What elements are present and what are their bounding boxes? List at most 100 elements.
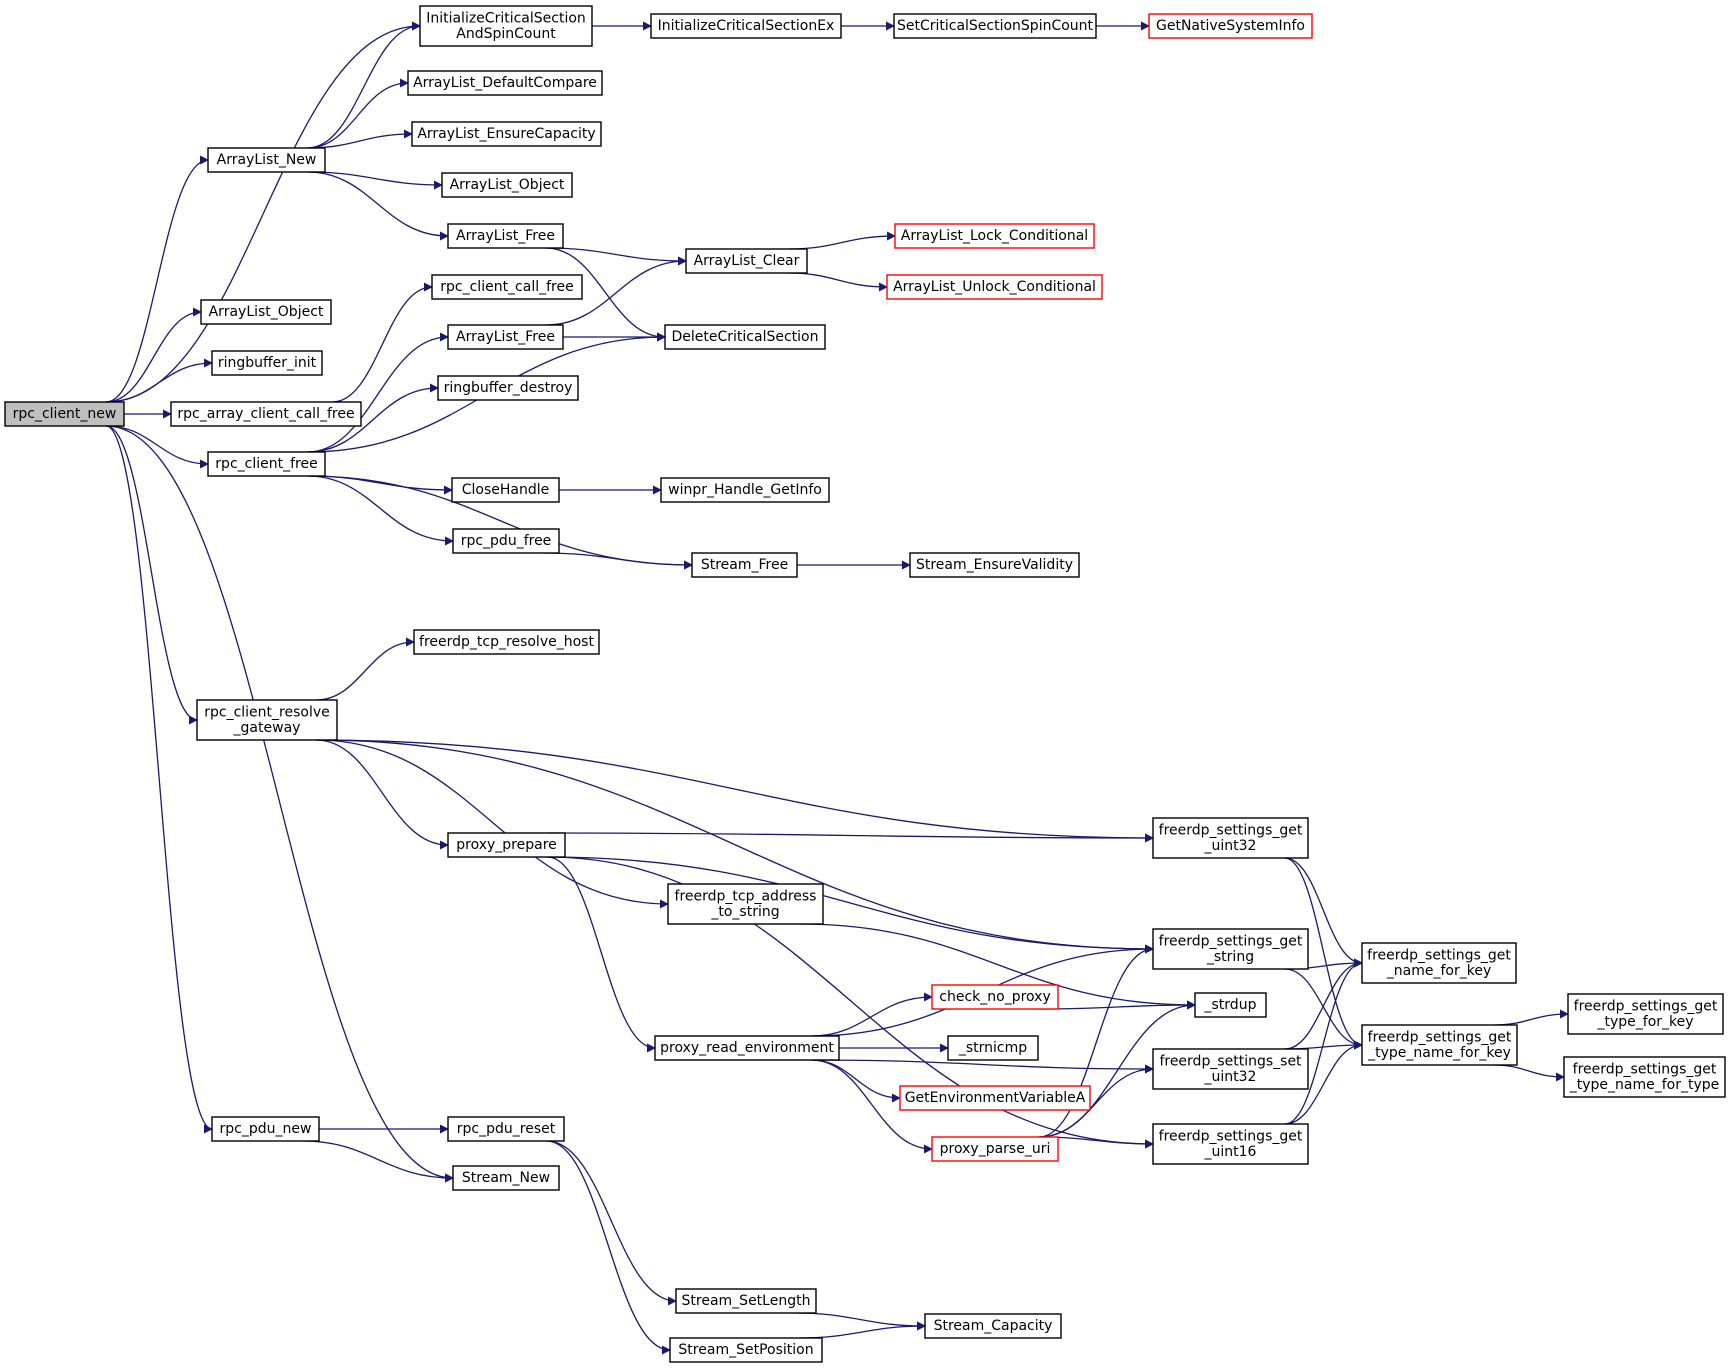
node-al-object-2[interactable]: ArrayList_Object <box>200 299 332 325</box>
edge-rpc-client-free-to-rb-destroy <box>307 383 439 453</box>
node-get-uint32[interactable]: freerdp_settings_get_uint32 <box>1152 817 1309 859</box>
node-stream-valid[interactable]: Stream_EnsureValidity <box>909 552 1080 578</box>
node-label: freerdp_settings_get <box>1367 947 1511 963</box>
edge-rpc-pdu-free-to-stream-free <box>543 552 693 570</box>
edge-al-new-to-init-cs-spin <box>307 21 421 149</box>
node-delete-cs[interactable]: DeleteCriticalSection <box>664 324 826 350</box>
node-al-free-2[interactable]: ArrayList_Free <box>447 324 564 350</box>
node-label: ArrayList_EnsureCapacity <box>417 126 595 142</box>
node-box <box>660 477 830 503</box>
node-rb-init[interactable]: ringbuffer_init <box>211 350 323 376</box>
node-box <box>200 299 332 325</box>
node-al-object-1[interactable]: ArrayList_Object <box>441 172 573 198</box>
edge-proxy-read-env-to-set-uint32 <box>811 1059 1154 1074</box>
node-label: Stream_SetLength <box>682 1293 811 1309</box>
node-stream-new[interactable]: Stream_New <box>452 1165 560 1191</box>
node-stream-capacity[interactable]: Stream_Capacity <box>924 1313 1062 1339</box>
node-label: check_no_proxy <box>939 989 1050 1005</box>
node-get-type-name-key[interactable]: freerdp_settings_get_type_name_for_key <box>1361 1024 1518 1066</box>
node-rpc-pdu-free[interactable]: rpc_pdu_free <box>452 528 560 554</box>
node-label: rpc_client_call_free <box>440 279 573 295</box>
node-rpc-pdu-new[interactable]: rpc_pdu_new <box>211 1116 320 1142</box>
edge-al-new-to-al-free-1 <box>307 171 449 241</box>
edge-get-uint16-to-get-type-name-key <box>1284 1040 1363 1125</box>
node-box <box>1152 817 1309 859</box>
node-get-env-var[interactable]: GetEnvironmentVariableA <box>899 1085 1091 1111</box>
node-box <box>407 70 603 96</box>
node-label: GetNativeSystemInfo <box>1156 18 1305 34</box>
node-box <box>947 1035 1039 1061</box>
node-label: InitializeCriticalSection <box>426 10 586 26</box>
node-label: rpc_pdu_free <box>461 533 552 549</box>
node-box <box>431 274 583 300</box>
node-stream-free[interactable]: Stream_Free <box>691 552 798 578</box>
edge-resolve-gw-to-tcp-resolve <box>315 637 415 701</box>
node-al-clear[interactable]: ArrayList_Clear <box>685 248 808 274</box>
node-get-type-name-type[interactable]: freerdp_settings_get_type_name_for_type <box>1563 1056 1726 1098</box>
node-strnicmp[interactable]: _strnicmp <box>947 1035 1039 1061</box>
node-proxy-prepare[interactable]: proxy_prepare <box>447 832 566 858</box>
node-rpc-client-free[interactable]: rpc_client_free <box>207 451 326 477</box>
node-set-uint32[interactable]: freerdp_settings_set_uint32 <box>1152 1048 1309 1090</box>
edge-proxy-parse-uri-to-set-uint32 <box>1039 1064 1154 1138</box>
edge-al-free-1-to-al-clear <box>545 247 687 266</box>
edge-al-new-to-al-ensure <box>307 129 413 149</box>
node-box <box>1152 1123 1309 1165</box>
node-al-defcmp[interactable]: ArrayList_DefaultCompare <box>407 70 603 96</box>
node-close-handle[interactable]: CloseHandle <box>451 477 560 503</box>
node-proxy-parse-uri[interactable]: proxy_parse_uri <box>931 1136 1059 1162</box>
node-get-uint16[interactable]: freerdp_settings_get_uint16 <box>1152 1123 1309 1165</box>
node-label: _string <box>1206 949 1254 965</box>
node-box <box>437 375 579 401</box>
edge-resolve-gw-to-get-string <box>315 739 1154 954</box>
node-box <box>413 629 600 655</box>
node-proxy-read-env[interactable]: proxy_read_environment <box>654 1035 840 1061</box>
node-tcp-addr-str[interactable]: freerdp_tcp_address_to_string <box>667 883 824 925</box>
node-label: freerdp_settings_get <box>1159 1128 1303 1144</box>
node-box <box>447 223 564 249</box>
node-rpc-array-free[interactable]: rpc_array_client_call_free <box>170 401 362 427</box>
node-tcp-resolve[interactable]: freerdp_tcp_resolve_host <box>413 629 600 655</box>
node-get-native[interactable]: GetNativeSystemInfo <box>1148 13 1313 39</box>
node-init-cs-ex[interactable]: InitializeCriticalSectionEx <box>650 13 842 39</box>
node-rpc-pdu-reset[interactable]: rpc_pdu_reset <box>447 1116 565 1142</box>
node-box <box>667 883 824 925</box>
node-label: ringbuffer_init <box>218 355 317 371</box>
node-get-string[interactable]: freerdp_settings_get_string <box>1152 928 1309 970</box>
node-stream-setlen[interactable]: Stream_SetLength <box>675 1288 817 1314</box>
edge-al-free-1-to-delete-cs <box>545 247 666 342</box>
node-label: GetEnvironmentVariableA <box>905 1090 1086 1106</box>
node-al-unlock[interactable]: ArrayList_Unlock_Conditional <box>886 274 1103 300</box>
node-label: InitializeCriticalSectionEx <box>658 18 835 34</box>
node-al-new[interactable]: ArrayList_New <box>207 147 326 173</box>
node-rpc-call-free[interactable]: rpc_client_call_free <box>431 274 583 300</box>
node-check-no-proxy[interactable]: check_no_proxy <box>931 984 1059 1010</box>
edge-al-clear-to-al-unlock <box>788 272 888 292</box>
node-label: rpc_pdu_reset <box>457 1121 556 1137</box>
node-set-cs-spin[interactable]: SetCriticalSectionSpinCount <box>893 13 1097 39</box>
node-box <box>441 172 573 198</box>
node-rpc-client-new[interactable]: rpc_client_new <box>4 401 125 427</box>
node-get-type-key[interactable]: freerdp_settings_get_type_for_key <box>1567 993 1724 1035</box>
node-get-name-key[interactable]: freerdp_settings_get_name_for_key <box>1361 942 1517 984</box>
node-label: _uint32 <box>1204 1069 1257 1085</box>
node-rb-destroy[interactable]: ringbuffer_destroy <box>437 375 579 401</box>
edge-proxy-prepare-to-proxy-read-env <box>547 856 656 1053</box>
node-al-lock[interactable]: ArrayList_Lock_Conditional <box>894 223 1095 249</box>
node-label: _gateway <box>233 720 301 736</box>
node-strdup[interactable]: _strdup <box>1194 992 1267 1018</box>
node-stream-setpos[interactable]: Stream_SetPosition <box>669 1337 823 1363</box>
node-label: ArrayList_Clear <box>694 253 800 269</box>
edge-layer <box>105 21 1569 1355</box>
node-al-free-1[interactable]: ArrayList_Free <box>447 223 564 249</box>
node-al-ensure[interactable]: ArrayList_EnsureCapacity <box>411 121 602 147</box>
node-label: ArrayList_Unlock_Conditional <box>893 279 1096 295</box>
node-box <box>170 401 362 427</box>
edge-proxy-parse-uri-to-get-string <box>1039 944 1154 1138</box>
node-winpr-getinfo[interactable]: winpr_Handle_GetInfo <box>660 477 830 503</box>
edge-rpc-client-new-to-resolve-gw <box>106 425 198 725</box>
node-resolve-gw[interactable]: rpc_client_resolve_gateway <box>196 699 338 741</box>
node-box <box>211 350 323 376</box>
